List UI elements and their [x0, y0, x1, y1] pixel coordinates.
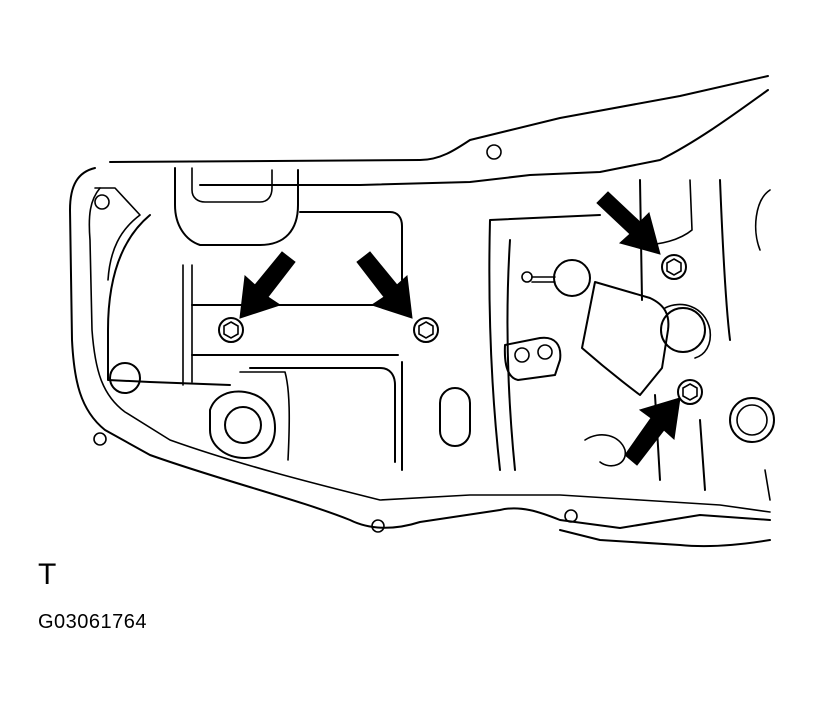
- lock-round-boss: [553, 259, 591, 297]
- right-edge-hole: [729, 397, 775, 443]
- bolt-center: [413, 317, 439, 343]
- center-bar: [191, 304, 399, 356]
- lock-cylinder: [660, 307, 706, 353]
- lower-left-boss: [209, 390, 276, 459]
- inner-flange: [88, 187, 771, 513]
- bolt-upper-right: [661, 254, 687, 280]
- top-recess-inner: [191, 167, 273, 203]
- left-rail: [182, 264, 193, 386]
- corner-hole: [94, 194, 110, 210]
- right-edge-contour: [754, 189, 771, 501]
- center-box: [249, 211, 403, 471]
- lock-cylinder-ring: [664, 303, 712, 359]
- lock-mechanism: [581, 281, 670, 396]
- arrow-down-right: [356, 251, 413, 319]
- linkage-rod: [531, 276, 556, 283]
- lower-hook: [584, 434, 626, 467]
- center-slot: [439, 387, 471, 447]
- twin-hole-right: [537, 344, 553, 360]
- rim-hole-top: [486, 144, 502, 160]
- arrow-down-left: [239, 251, 296, 319]
- view-label: T: [38, 558, 57, 591]
- arrow-up-right: [624, 397, 681, 466]
- left-round-hole: [109, 362, 141, 394]
- panel-outline: [69, 75, 771, 548]
- bolt-lower-right: [677, 379, 703, 405]
- left-opening: [107, 214, 231, 386]
- right-edge-hole-inner: [736, 404, 768, 436]
- twin-hole-left: [514, 347, 530, 363]
- figure-code: G03061764: [38, 611, 148, 633]
- linkage-pivot: [521, 271, 533, 283]
- rim-hole-left: [93, 432, 107, 446]
- right-panel: [488, 214, 601, 471]
- lower-left-boss-hole: [224, 406, 262, 444]
- top-recess: [174, 167, 299, 246]
- bolt-left-center: [218, 317, 244, 343]
- corner-bracket: [94, 187, 141, 281]
- rim-hole-bottom: [371, 519, 385, 533]
- rim-hole-bottom-right: [564, 509, 578, 523]
- lower-left-channel: [239, 371, 291, 461]
- twin-hole-bracket: [503, 336, 562, 381]
- arrow-down-right: [596, 191, 661, 255]
